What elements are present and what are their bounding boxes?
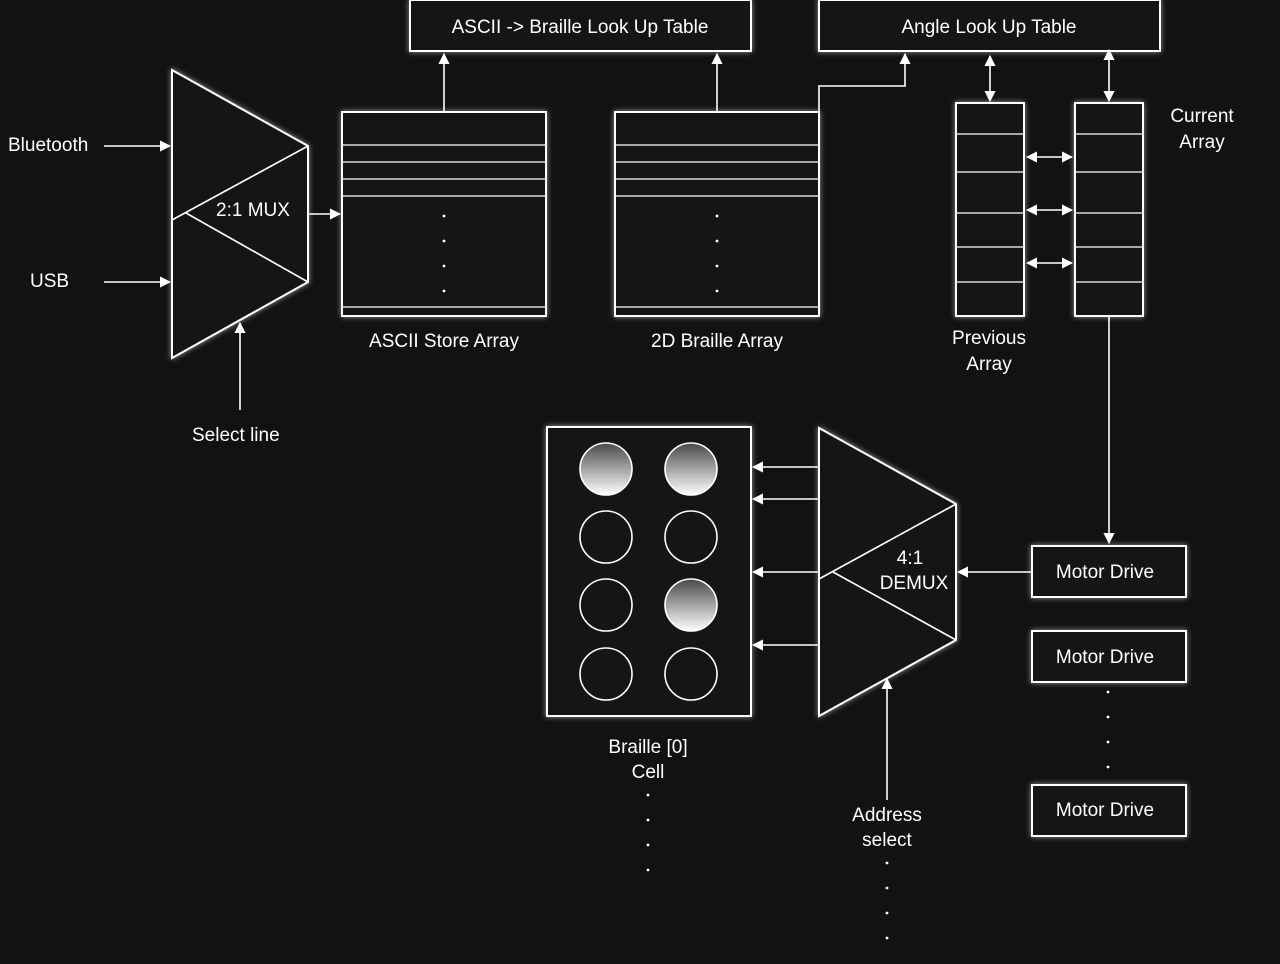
braille-dot-2-2 [664, 510, 718, 564]
select-line-label: Select line [192, 425, 280, 446]
bluetooth-label: Bluetooth [8, 135, 88, 156]
braille-array-caption: 2D Braille Array [651, 331, 783, 352]
ascii-store-ellipsis [442, 214, 446, 293]
motor-drive-n [1031, 784, 1187, 837]
address-select-ellipsis [885, 861, 889, 940]
braille-cell-ellipsis [646, 793, 650, 872]
braille-cell-dots [579, 442, 718, 701]
braille-cell-label-1: Braille [0] [608, 737, 687, 758]
previous-array [955, 102, 1025, 317]
ascii-store-caption: ASCII Store Array [369, 331, 519, 352]
braille-dot-2-1 [579, 510, 633, 564]
current-array-label-2: Array [1179, 132, 1225, 153]
braille-dot-3-1 [579, 578, 633, 632]
ascii-store-array [341, 111, 547, 317]
braille-cell-label-2: Cell [632, 762, 665, 783]
braille-dot-4-2 [664, 647, 718, 701]
motor-drive-ellipsis [1106, 690, 1110, 769]
demux-4-1 [818, 426, 957, 718]
braille-to-angle-lut-arrow [818, 52, 911, 112]
demux-label-1: 4:1 [897, 548, 923, 569]
braille-dot-4-1 [579, 647, 633, 701]
mux-label: 2:1 MUX [216, 200, 290, 221]
angle-lut-label: Angle Look Up Table [902, 17, 1077, 38]
braille-dot-1-2 [664, 442, 718, 496]
current-array [1074, 102, 1144, 317]
braille-dot-1-1 [579, 442, 633, 496]
motor-drive-n-label: Motor Drive [1056, 800, 1154, 821]
motor-drive-1 [1031, 630, 1187, 683]
address-select-label-2: select [862, 830, 912, 851]
ascii-lut-label: ASCII -> Braille Look Up Table [452, 17, 709, 38]
current-array-label-1: Current [1170, 106, 1234, 127]
address-select-label-1: Address [852, 805, 922, 826]
motor-drive-1-label: Motor Drive [1056, 647, 1154, 668]
braille-2d-array [614, 111, 820, 317]
mux-2-1 [171, 68, 309, 360]
motor-drive-0 [1031, 545, 1187, 598]
previous-array-label-2: Array [966, 354, 1012, 375]
motor-drive-0-label: Motor Drive [1056, 562, 1154, 583]
previous-array-label-1: Previous [952, 328, 1026, 349]
demux-label-2: DEMUX [880, 573, 949, 594]
braille-array-ellipsis [715, 214, 719, 293]
usb-label: USB [30, 271, 69, 292]
angle-lut [818, 0, 1161, 52]
braille-cell [546, 426, 752, 717]
ascii-braille-lut [409, 0, 752, 52]
braille-dot-3-2 [664, 578, 718, 632]
